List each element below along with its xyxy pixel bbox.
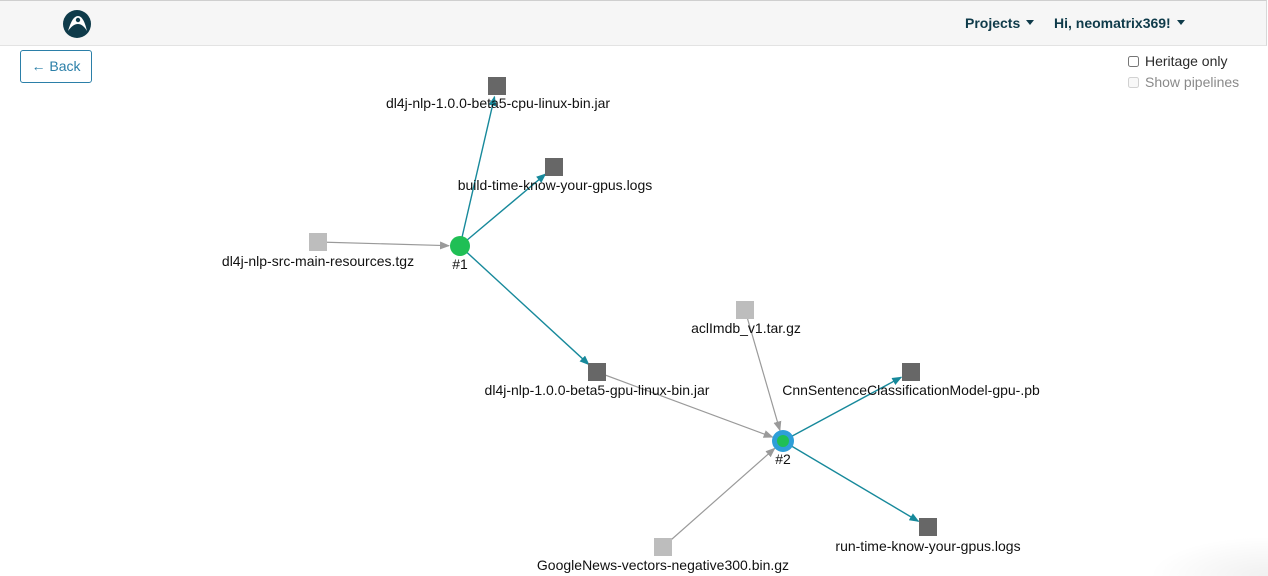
app-logo-icon[interactable] [62, 9, 92, 39]
edge-run1-to-f_build_logs [459, 173, 547, 247]
file-node-f-run-logs[interactable] [919, 518, 937, 536]
show-pipelines-option[interactable]: Show pipelines [1128, 74, 1239, 90]
run-node-run1[interactable] [450, 236, 470, 256]
file-label-f-aclimdb[interactable]: aclImdb_v1.tar.gz [691, 320, 801, 336]
chevron-down-icon [1176, 20, 1185, 25]
run-label-run2[interactable]: #2 [775, 451, 791, 467]
file-node-f-aclimdb[interactable] [736, 301, 754, 319]
file-node-f-googlenews[interactable] [654, 538, 672, 556]
file-node-f-src-tgz[interactable] [309, 233, 327, 251]
top-navbar: Projects Hi, neomatrix369! [0, 0, 1267, 46]
edge-f_src_tgz-to-run1 [317, 241, 451, 250]
edge-f_aclimdb-to-run2 [744, 309, 782, 432]
user-menu[interactable]: Hi, neomatrix369! [1054, 15, 1185, 31]
corner-shadow [1148, 536, 1268, 576]
heritage-only-checkbox[interactable] [1128, 56, 1139, 67]
file-label-f-cnn-model[interactable]: CnnSentenceClassificationModel-gpu-.pb [782, 382, 1040, 398]
file-node-f-cnn-model[interactable] [902, 363, 920, 381]
heritage-only-option[interactable]: Heritage only [1128, 53, 1228, 69]
file-label-f-build-logs[interactable]: build-time-know-your-gpus.logs [458, 177, 653, 193]
edge-run2-to-f_run_logs [782, 440, 920, 522]
back-button[interactable]: ← Back [20, 50, 92, 83]
projects-menu-label: Projects [965, 15, 1021, 31]
file-label-f-cpu-jar[interactable]: dl4j-nlp-1.0.0-beta5-cpu-linux-bin.jar [386, 95, 610, 111]
projects-menu[interactable]: Projects [965, 15, 1035, 31]
chevron-down-icon [1026, 20, 1035, 25]
show-pipelines-checkbox[interactable] [1128, 77, 1139, 88]
file-label-f-googlenews[interactable]: GoogleNews-vectors-negative300.bin.gz [537, 557, 789, 573]
file-label-f-gpu-jar[interactable]: dl4j-nlp-1.0.0-beta5-gpu-linux-bin.jar [485, 382, 710, 398]
file-node-f-cpu-jar[interactable] [488, 77, 506, 95]
edge-run1-to-f_cpu_jar [459, 95, 497, 247]
file-label-f-src-tgz[interactable]: dl4j-nlp-src-main-resources.tgz [222, 253, 414, 269]
edge-f_gpu_jar-to-run2 [596, 371, 774, 438]
user-menu-label: Hi, neomatrix369! [1054, 15, 1171, 31]
edge-run1-to-f_gpu_jar [459, 245, 590, 366]
file-label-f-run-logs[interactable]: run-time-know-your-gpus.logs [835, 538, 1020, 554]
edge-run2-to-f_cnn_model [782, 376, 903, 442]
heritage-only-label: Heritage only [1145, 53, 1228, 69]
file-node-f-build-logs[interactable] [545, 158, 563, 176]
file-node-f-gpu-jar[interactable] [588, 363, 606, 381]
show-pipelines-label: Show pipelines [1145, 74, 1240, 90]
edge-f_googlenews-to-run2 [662, 447, 776, 548]
run-label-run1[interactable]: #1 [452, 256, 468, 272]
run-node-run2[interactable] [777, 435, 789, 447]
